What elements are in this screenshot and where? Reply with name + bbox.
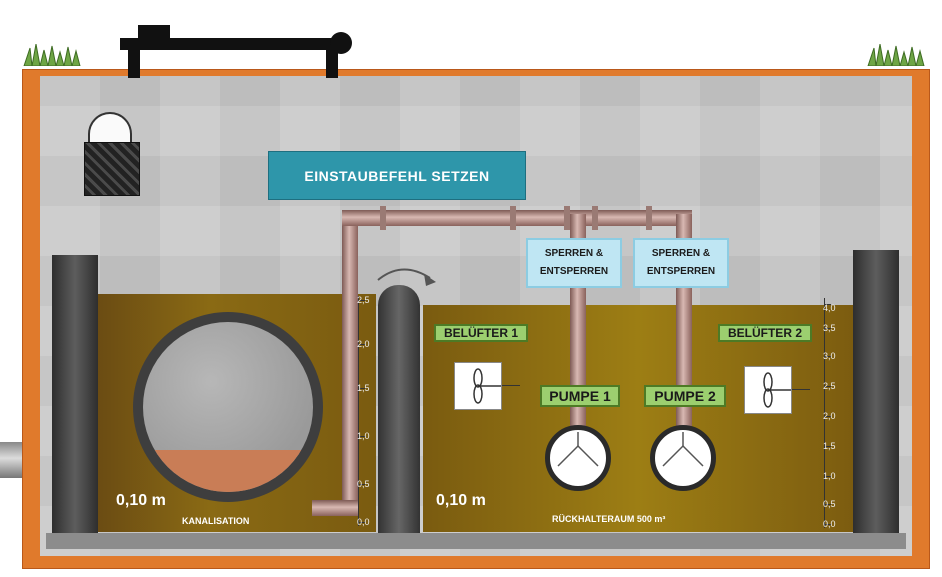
fan-shaft [502, 385, 520, 386]
pump-icon[interactable] [650, 425, 716, 491]
tank-floor [46, 533, 906, 549]
scale-tick-label: 2,5 [357, 295, 370, 305]
pipe-flange [592, 206, 598, 230]
scale-tick-label: 1,5 [357, 383, 370, 393]
pumpe-1-tag[interactable]: PUMPE 1 [540, 385, 620, 407]
entsperren-label: ENTSPERREN [646, 266, 716, 277]
sperren-entsperren-button-1[interactable]: SPERREN & ENTSPERREN [526, 238, 622, 288]
sperren-entsperren-button-2[interactable]: SPERREN & ENTSPERREN [633, 238, 729, 288]
fan-shaft [792, 389, 810, 390]
rueckhalte-label: RÜCKHALTERAUM 500 m³ [552, 514, 666, 524]
pump-icon[interactable] [545, 425, 611, 491]
belufter-1-tag[interactable]: BELÜFTER 1 [434, 324, 528, 342]
sperren-label: SPERREN & [651, 248, 711, 259]
manhole-leg [326, 48, 338, 78]
right-wall [853, 250, 899, 533]
pipe-flange [380, 206, 386, 230]
pipe-flange [510, 206, 516, 230]
rueckhalte-level-value: 0,10 m [436, 492, 486, 509]
kanalisation-level-value: 0,10 m [116, 492, 166, 509]
scale-tick-label: 1,0 [823, 471, 836, 481]
sewer-pipe-inner [143, 322, 313, 492]
scale-tick-label: 2,0 [357, 339, 370, 349]
scale-tick-label: 0,0 [823, 519, 836, 529]
left-wall [52, 255, 98, 533]
fan-icon[interactable] [454, 362, 515, 410]
scale-tick-label: 1,0 [357, 431, 370, 441]
belufter-2-tag[interactable]: BELÜFTER 2 [718, 324, 812, 342]
pipe-horizontal [342, 210, 692, 226]
manhole-bar [120, 38, 342, 50]
manhole-cover [138, 25, 170, 39]
scale-tick-label: 4,0 [823, 303, 836, 313]
rotate-arrow-icon [377, 268, 436, 286]
retention-chamber-water [423, 305, 853, 532]
manhole-leg [128, 48, 140, 78]
scale-tick-label: 3,5 [823, 323, 836, 333]
pipe-flange [564, 206, 570, 230]
pipe-flange [646, 206, 652, 230]
entsperren-label: ENTSPERREN [539, 266, 609, 277]
level-scale-left: 2,5 2,0 1,5 1,0 0,5 0,0 [357, 295, 375, 527]
fan-icon[interactable] [744, 366, 792, 414]
scale-tick-label: 3,0 [823, 351, 836, 361]
padlock-body[interactable] [84, 142, 140, 196]
sewage-level [143, 450, 313, 492]
scale-tick-label: 0,5 [357, 479, 370, 489]
scale-tick-label: 2,0 [823, 411, 836, 421]
level-scale-right: 4,0 3,5 3,0 2,5 2,0 1,5 1,0 0,5 0,0 [823, 298, 841, 529]
einstaubefehl-button[interactable]: EINSTAUBEFEHL SETZEN [268, 151, 526, 200]
scale-tick-label: 2,5 [823, 381, 836, 391]
grass-icon [867, 44, 925, 66]
pipe-outlet [312, 500, 358, 516]
scale-tick-label: 0,0 [357, 517, 370, 527]
kanalisation-label: KANALISATION [182, 516, 250, 526]
weir-wall [378, 285, 420, 533]
pipe-vertical-main [342, 214, 358, 510]
grass-icon [23, 44, 81, 66]
scale-tick-label: 1,5 [823, 441, 836, 451]
sperren-label: SPERREN & [544, 248, 604, 259]
scale-tick-label: 0,5 [823, 499, 836, 509]
pumpe-2-tag[interactable]: PUMPE 2 [644, 385, 726, 407]
